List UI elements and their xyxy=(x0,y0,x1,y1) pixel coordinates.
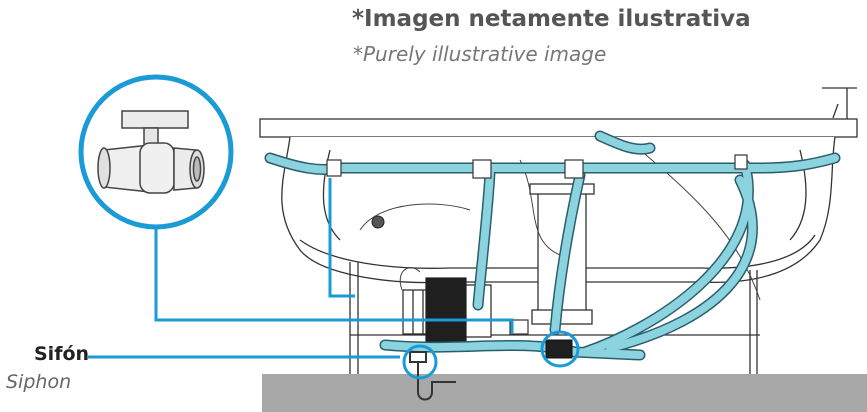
callout-lines xyxy=(88,178,514,359)
siphon-icon xyxy=(409,351,456,401)
siphon-label: Sifón xyxy=(34,343,90,365)
hose-fittings xyxy=(326,154,748,335)
valve-callout xyxy=(78,74,234,230)
callout-highlights xyxy=(402,330,580,380)
illustrative-caption: *Imagen netamente ilustrativa xyxy=(352,6,751,32)
illustrative-caption-english: *Purely illustrative image xyxy=(353,42,607,66)
check-valve xyxy=(545,339,573,359)
valve-icon xyxy=(97,110,205,194)
siphon-label-english: Siphon xyxy=(6,371,72,393)
floor-slab xyxy=(262,374,867,412)
pump-motor xyxy=(402,277,492,343)
